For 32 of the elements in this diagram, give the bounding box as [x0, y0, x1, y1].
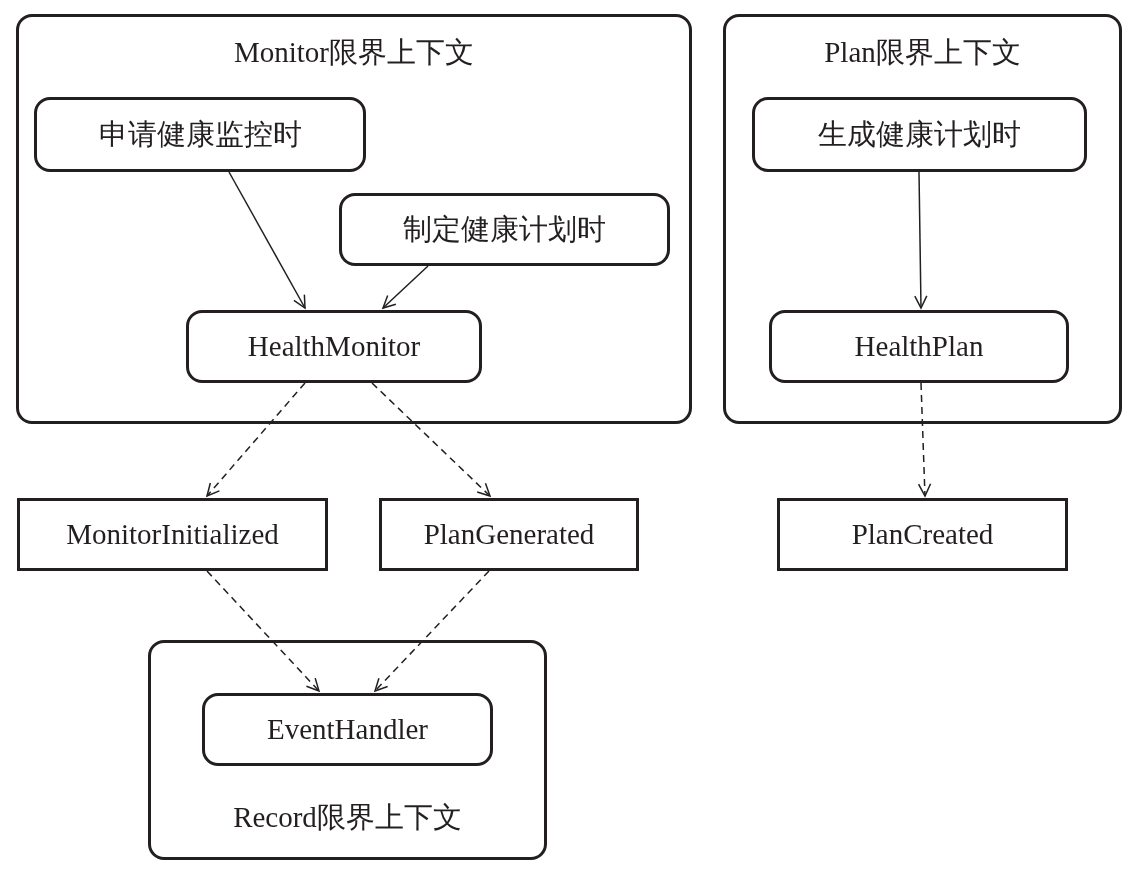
arrow	[206, 382, 306, 497]
node-label: Monitor限界上下文	[233, 35, 475, 70]
process-box	[339, 193, 670, 266]
context-boundary	[16, 14, 692, 424]
node-label: PlanGenerated	[423, 517, 595, 552]
node-label: Plan限界上下文	[824, 35, 1021, 70]
process-box	[777, 498, 1068, 571]
node-label: HealthMonitor	[247, 329, 421, 364]
node-label: 制定健康计划时	[403, 212, 606, 247]
process-box	[34, 97, 366, 172]
process-box	[202, 693, 493, 766]
arrow	[382, 265, 429, 309]
context-boundary	[723, 14, 1122, 424]
node-label: Record限界上下文	[233, 800, 462, 835]
node-label: HealthPlan	[854, 329, 984, 364]
process-box	[379, 498, 639, 571]
node-label: PlanCreated	[851, 517, 994, 552]
arrow	[228, 171, 306, 309]
arrow	[914, 171, 928, 309]
arrow	[371, 382, 491, 497]
arrow	[374, 570, 490, 692]
context-boundary	[148, 640, 547, 860]
arrow	[917, 382, 932, 497]
arrow	[206, 570, 320, 692]
process-box	[17, 498, 328, 571]
process-box	[186, 310, 482, 383]
process-box	[769, 310, 1069, 383]
node-label: 生成健康计划时	[818, 117, 1021, 152]
node-label: MonitorInitialized	[66, 517, 279, 552]
node-label: EventHandler	[266, 712, 428, 747]
process-box	[752, 97, 1087, 172]
node-label: 申请健康监控时	[98, 117, 302, 152]
